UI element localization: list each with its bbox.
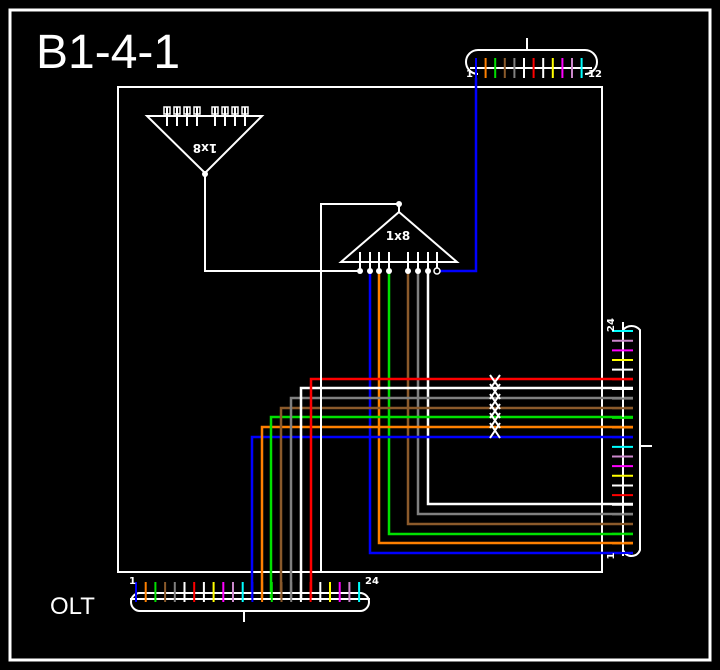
right-connector-end-label: 24 <box>606 318 617 332</box>
splice-x-mark <box>489 422 501 439</box>
wire-olt-6 <box>299 386 633 600</box>
wire-splitter-out-1 <box>368 271 633 555</box>
wire-splitter-out-3 <box>387 271 633 536</box>
port-dot <box>415 268 421 274</box>
wire-olt-7 <box>309 377 633 600</box>
splitter-center-label: 1x8 <box>386 229 410 243</box>
port-cap <box>231 106 239 115</box>
port-dot <box>425 268 431 274</box>
bottom-connector-start-label: 1 <box>129 576 136 587</box>
wire-olt-2 <box>260 425 633 600</box>
port-dot <box>376 268 382 274</box>
bottom-connector <box>130 582 370 622</box>
splitter-center: 1x8 <box>320 201 460 572</box>
port-cap <box>163 106 171 115</box>
connector-body <box>465 49 598 75</box>
wire-top-to-splitter <box>437 78 478 273</box>
port-cap <box>211 106 219 115</box>
bottom-connector-end-label: 24 <box>365 576 379 587</box>
top-connector <box>465 38 598 78</box>
wire-olt-1 <box>250 435 633 600</box>
wire-splitter-out-5 <box>416 271 633 516</box>
port-dot <box>405 268 411 274</box>
wire-olt-3 <box>269 415 633 600</box>
enclosure-box <box>117 86 603 573</box>
splitter-top-left-label: 1x8 <box>193 141 217 155</box>
right-connector <box>612 322 652 557</box>
wire-group <box>205 78 633 600</box>
port-cap <box>241 106 249 115</box>
wire-olt-4 <box>279 406 633 600</box>
top-connector-start-label: 1 <box>466 69 473 80</box>
port-cap <box>183 106 191 115</box>
connector-body <box>622 324 641 557</box>
splitter-top-left: 1x8 <box>144 106 265 272</box>
port-dot <box>433 267 441 275</box>
olt-label: OLT <box>50 593 95 620</box>
top-connector-end-label: 12 <box>588 69 602 80</box>
port-cap <box>193 106 201 115</box>
wire-splitter-out-6 <box>426 271 633 506</box>
port-dot <box>386 268 392 274</box>
port-cap <box>173 106 181 115</box>
port-cap <box>221 106 229 115</box>
right-connector-start-label: 1 <box>606 552 617 559</box>
wire-splitter-out-4 <box>406 271 633 526</box>
connector-body <box>130 592 370 612</box>
port-dot <box>367 268 373 274</box>
diagram-title: B1-4-1 <box>36 26 180 79</box>
wire-splitter-out-2 <box>377 271 633 545</box>
port-dot <box>357 268 363 274</box>
outer-border <box>8 8 712 662</box>
wire-olt-5 <box>289 396 633 600</box>
splice-marks <box>489 374 501 439</box>
